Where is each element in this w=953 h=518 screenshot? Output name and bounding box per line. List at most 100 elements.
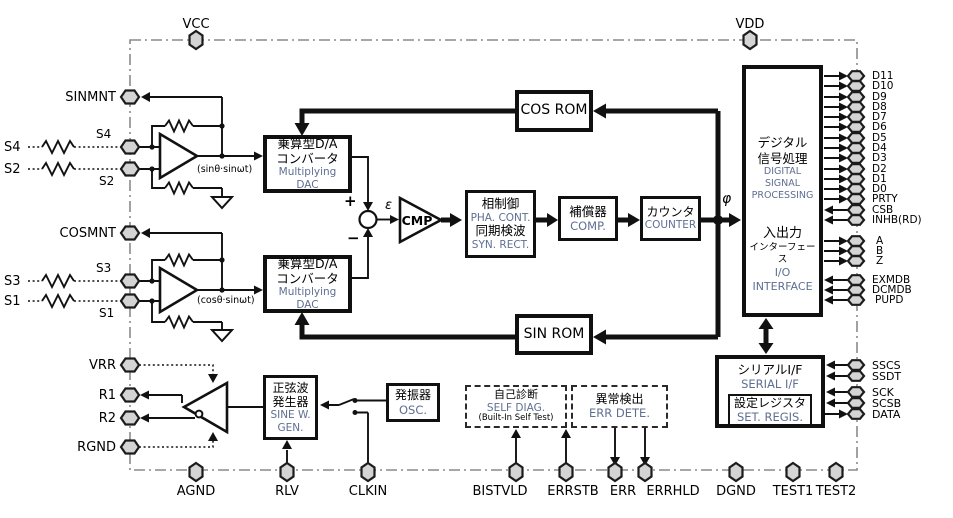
block-label-en: OSC. — [398, 402, 428, 417]
pin-label-d7: D7 — [872, 111, 887, 123]
pin-label-cosmnt: COSMNT — [59, 226, 116, 241]
tracking-loop-wires — [294, 103, 774, 354]
pin-errhld — [637, 461, 653, 483]
pin-label-test2: TEST2 — [815, 484, 857, 499]
pin-test1 — [785, 461, 801, 483]
pin-d7 — [846, 111, 866, 123]
block-serial-if: シリアルI/F SERIAL I/F 設定レジスタ SET. REGIS. — [715, 355, 825, 428]
pin-label-dgnd: DGND — [716, 484, 756, 499]
pin-label-data: DATA — [872, 408, 901, 421]
cmp-label: CMP — [401, 213, 433, 228]
pin-label-csb: CSB — [872, 204, 894, 216]
block-label-en: SET. REGIS. — [736, 409, 804, 424]
pin-agnd — [188, 461, 204, 483]
pin-sscs — [846, 359, 866, 371]
pin-d2 — [846, 163, 866, 175]
pin-r1 — [119, 387, 141, 403]
sum-plus-label: + — [344, 192, 357, 210]
pin-label-bistvld: BISTVLD — [472, 484, 528, 499]
pin-label-sscs: SSCS — [872, 359, 901, 372]
pin-bistvld — [508, 461, 524, 483]
pin-d5 — [846, 132, 866, 144]
pin-label-inhb: INHB(RD) — [872, 214, 922, 226]
right-bus-wires — [812, 71, 848, 419]
block-label: 設定レジスタ — [733, 396, 806, 411]
pin-d4 — [846, 142, 866, 154]
sum-minus-label: − — [347, 229, 360, 247]
block-label: カウンタ — [646, 204, 695, 219]
block-label-en: SINE W. — [270, 409, 311, 422]
epsilon-label: ε — [385, 198, 393, 213]
pin-label-vdd: VDD — [735, 17, 765, 32]
block-label: 正弦波 — [272, 380, 309, 395]
io-text: 入出力 インターフェース I/O INTERFACE — [746, 226, 819, 294]
block-label: SIN ROM — [523, 325, 585, 342]
block-multiplying-dac-sin: 乗算型D/A コンバータ Multiplying DAC — [263, 135, 352, 193]
block-label: コンバータ — [276, 271, 339, 287]
pin-scsb — [846, 397, 866, 409]
pin-a — [846, 235, 866, 247]
block-label: 乗算型D/A — [277, 135, 338, 151]
pin-sub-label-s1: S1 — [99, 306, 115, 320]
block-label: 補償器 — [569, 203, 607, 219]
block-set-register: 設定レジスタ SET. REGIS. — [727, 394, 812, 427]
pin-d11 — [846, 70, 866, 82]
pin-z — [846, 255, 866, 267]
pin-label-d0: D0 — [872, 183, 887, 195]
pin-d8 — [846, 101, 866, 113]
block-label-en: GEN. — [277, 421, 304, 434]
pin-label-rgnd: RGND — [77, 440, 116, 455]
pin-d1 — [846, 173, 866, 185]
pin-label-a: A — [876, 235, 884, 247]
block-label: COS ROM — [520, 102, 588, 119]
block-label: 乗算型D/A — [277, 255, 338, 271]
pin-s1 — [119, 293, 141, 309]
block-label: インターフェース — [749, 242, 816, 266]
pin-dgnd — [728, 461, 744, 483]
pin-label-agnd: AGND — [176, 484, 216, 499]
pin-sub-label-s2: S2 — [99, 174, 115, 188]
pin-label-vrr: VRR — [89, 358, 116, 373]
pin-label-d3: D3 — [872, 152, 887, 164]
pin-err — [607, 461, 623, 483]
pin-label-d6: D6 — [872, 121, 887, 133]
block-self-diag: 自己診断 SELF DIAG. (Built-In Self Test) — [465, 385, 567, 428]
pin-label-clkin: CLKIN — [348, 484, 388, 499]
block-label-en: Multiplying DAC — [278, 166, 337, 192]
block-label-en: Multiplying DAC — [278, 286, 337, 312]
pin-rgnd — [119, 439, 141, 455]
pin-cosmnt — [119, 225, 141, 241]
pin-label-d2: D2 — [872, 163, 887, 175]
pin-label-test1: TEST1 — [772, 484, 814, 499]
pin-label-d1: D1 — [872, 173, 887, 185]
block-compensator: 補償器 COMP. — [558, 196, 618, 241]
pin-d6 — [846, 121, 866, 133]
block-label-en: SERIAL I/F — [741, 377, 799, 392]
block-label-en: I/O — [774, 266, 791, 279]
sin-opamp-circuit — [139, 92, 263, 210]
pin-prty — [846, 193, 866, 205]
block-label-en: COUNTER — [644, 219, 697, 232]
pin-sck — [846, 386, 866, 398]
pin-errstb — [558, 461, 574, 483]
block-label: 自己診断 — [494, 388, 538, 402]
pin-label-d9: D9 — [872, 91, 887, 103]
bist-error-wires — [511, 428, 650, 466]
pin-label-sck: SCK — [872, 386, 894, 399]
pin-label-z: Z — [876, 255, 884, 267]
pin-label-errhld: ERRHLD — [646, 484, 700, 499]
block-label: 発振器 — [394, 388, 431, 403]
dsp-text: デジタル 信号処理 DIGITAL SIGNAL PROCESSING — [746, 135, 819, 202]
pin-d9 — [846, 91, 866, 103]
pin-label-sinmnt: SINMNT — [65, 90, 116, 105]
block-label: 異常検出 — [595, 391, 644, 406]
pin-label-pupd: PUPD — [875, 294, 904, 306]
ext-label-s3: S3 — [4, 274, 21, 289]
pin-label-r1: R1 — [98, 388, 116, 403]
pin-b — [846, 245, 866, 257]
pin-ssdt — [846, 370, 866, 382]
pin-sub-label-s4: S4 — [96, 127, 112, 141]
block-label-en: ERR DETE. — [589, 405, 650, 420]
block-phase-control: 相制御 PHA. CONT. 同期検波 SYN. RECT. — [465, 190, 536, 258]
pin-label-d8: D8 — [872, 101, 887, 113]
